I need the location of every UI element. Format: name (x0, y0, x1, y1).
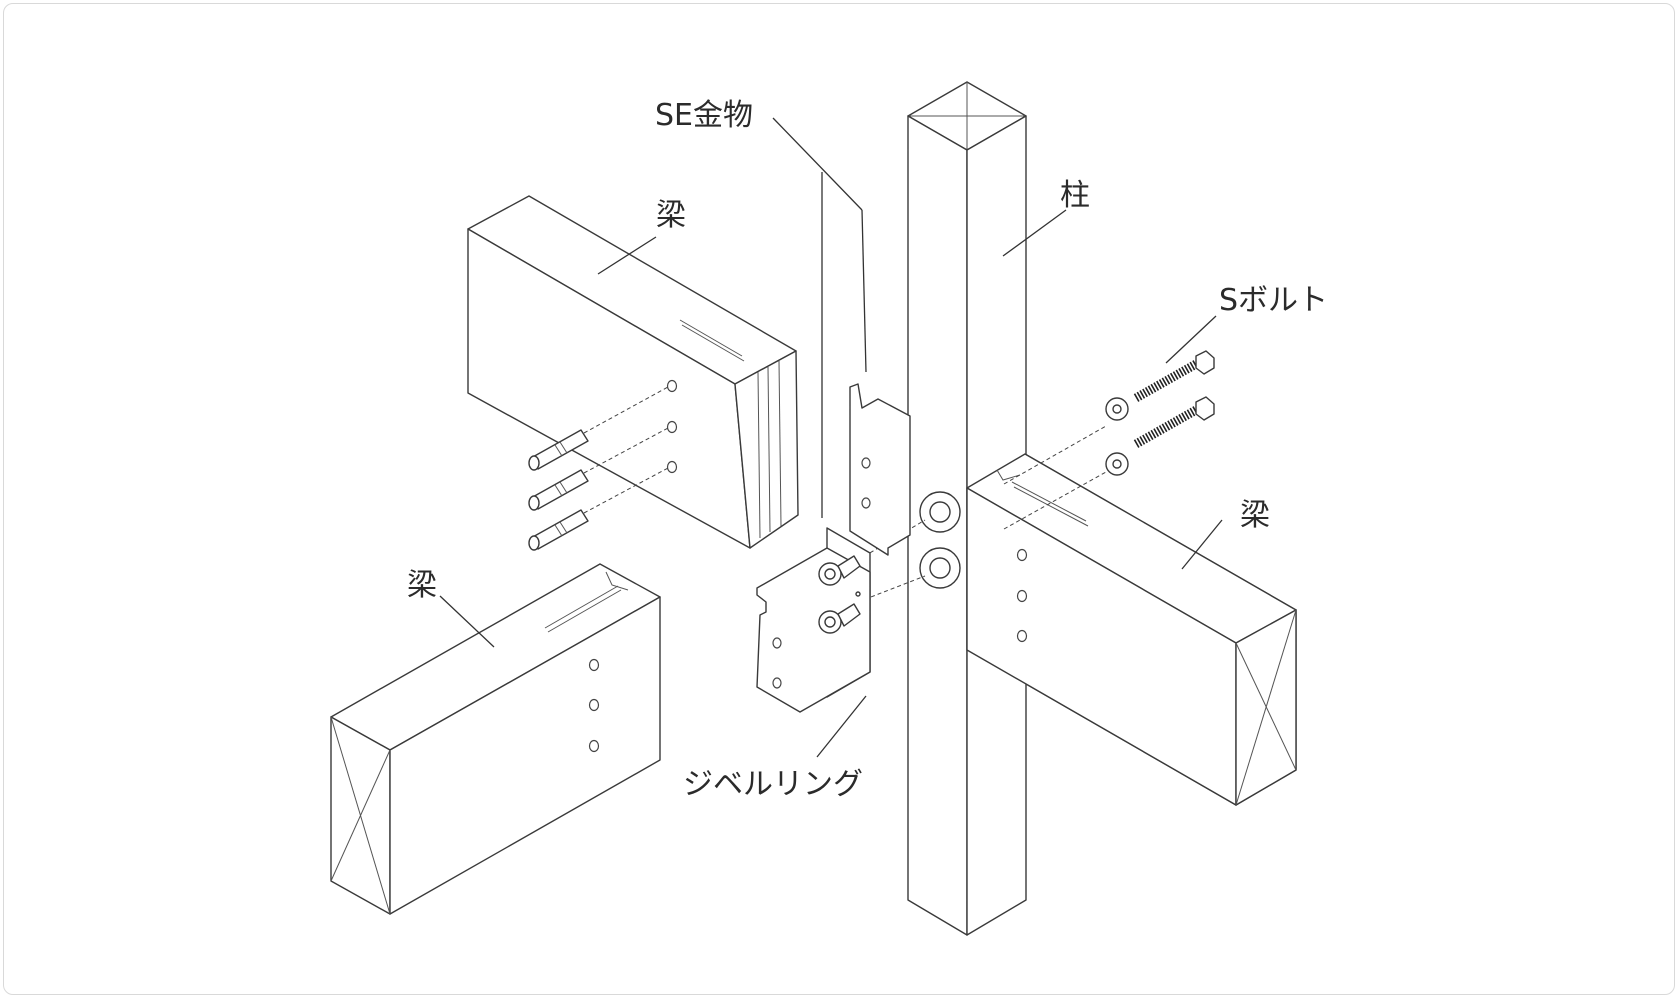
se-hardware-lower (756, 527, 871, 713)
beam-hole (666, 379, 678, 393)
label-dowel-ring: ジベルリング (683, 767, 863, 802)
upper-left-beam (467, 195, 799, 549)
label-column: 柱 (1060, 178, 1090, 213)
label-se-hardware: SE金物 (655, 98, 753, 133)
column-dowel-rings (919, 491, 961, 589)
drift-pin (528, 509, 589, 551)
label-beam-upper-left: 梁 (656, 198, 686, 233)
s-bolt (1105, 350, 1215, 421)
drift-pin (528, 429, 589, 471)
label-s-bolt: Sボルト (1219, 283, 1328, 318)
label-beam-lower-left: 梁 (407, 568, 437, 603)
se-hardware-upper (849, 383, 911, 556)
beam-hole (588, 698, 600, 712)
drift-pin (528, 469, 589, 511)
right-beam-front (966, 453, 1297, 806)
s-bolt (1105, 396, 1215, 476)
drift-pins (528, 386, 669, 551)
label-beam-right: 梁 (1240, 498, 1270, 533)
beam-hole (588, 739, 600, 753)
leader-lines (439, 117, 1223, 758)
lower-left-beam (330, 563, 661, 915)
beam-hole (666, 420, 678, 434)
figure-frame (3, 3, 1675, 995)
beam-hole (588, 658, 600, 672)
beam-hole (666, 460, 678, 474)
